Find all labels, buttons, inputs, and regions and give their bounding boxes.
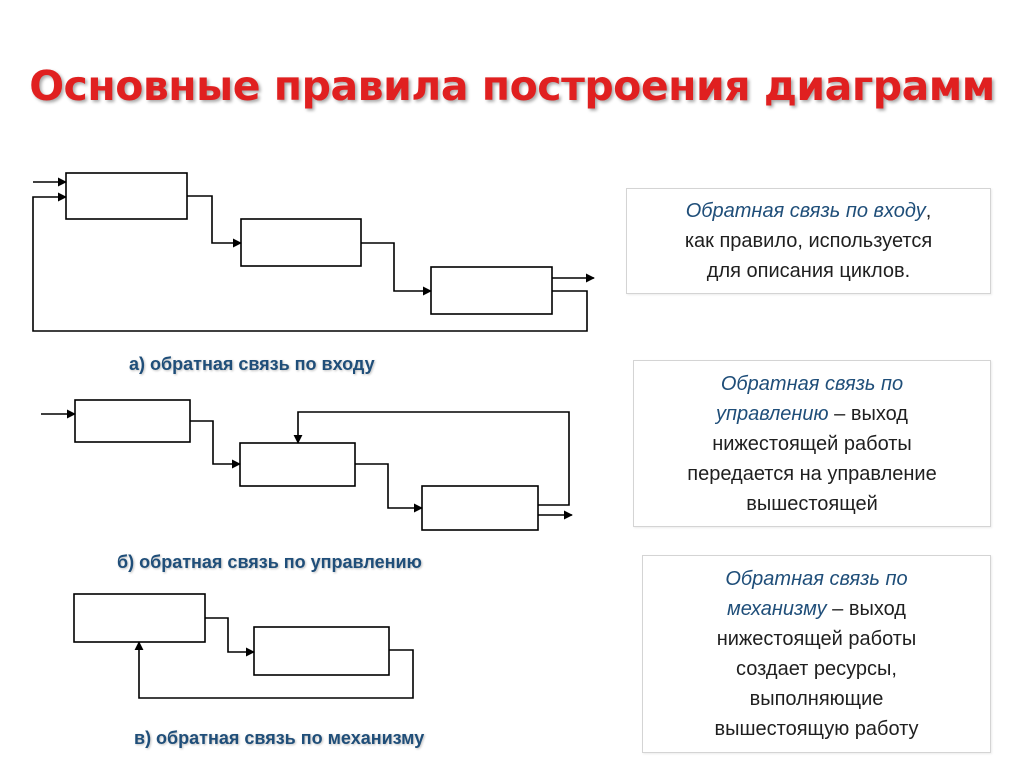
box-c2: [253, 626, 390, 676]
note-input-term: Обратная связь по входу: [685, 200, 926, 222]
box-c1: [73, 593, 206, 643]
box-b3: [421, 485, 539, 531]
note-control-feedback: Обратная связь по управлению – выход ниж…: [633, 360, 991, 527]
caption-input-feedback: а) обратная связь по входу: [129, 354, 375, 374]
box-b1: [74, 399, 191, 443]
box-b2: [239, 442, 356, 487]
box-a2: [240, 218, 362, 267]
feedback-loop-a: [32, 192, 588, 332]
connector-b1-b2: [190, 420, 241, 469]
caption-control-feedback: б) обратная связь по управлению: [117, 552, 422, 572]
feedback-loop-b: [293, 411, 570, 506]
note-input-feedback: Обратная связь по входу, как правило, ис…: [626, 188, 991, 294]
connector-b2-b3: [355, 463, 423, 513]
caption-mechanism-feedback: в) обратная связь по механизму: [134, 728, 425, 748]
feedback-loop-c: [134, 641, 414, 699]
connector-c1-c2: [205, 617, 255, 657]
diagram-mechanism-feedback: [73, 593, 414, 699]
note-mechanism-feedback: Обратная связь по механизму – выход ниже…: [642, 555, 991, 753]
diagram-control-feedback: [41, 399, 573, 531]
box-a1: [65, 172, 188, 220]
connector-a1-a2: [187, 195, 242, 248]
box-a3: [430, 266, 553, 315]
connector-a2-a3: [361, 242, 432, 296]
note-control-term: Обратная связь по: [720, 372, 904, 395]
diagram-input-feedback: [32, 172, 595, 332]
note-mechanism-term: Обратная связь по: [725, 568, 908, 590]
slide-title: Основные правила построения диаграмм: [29, 62, 995, 110]
